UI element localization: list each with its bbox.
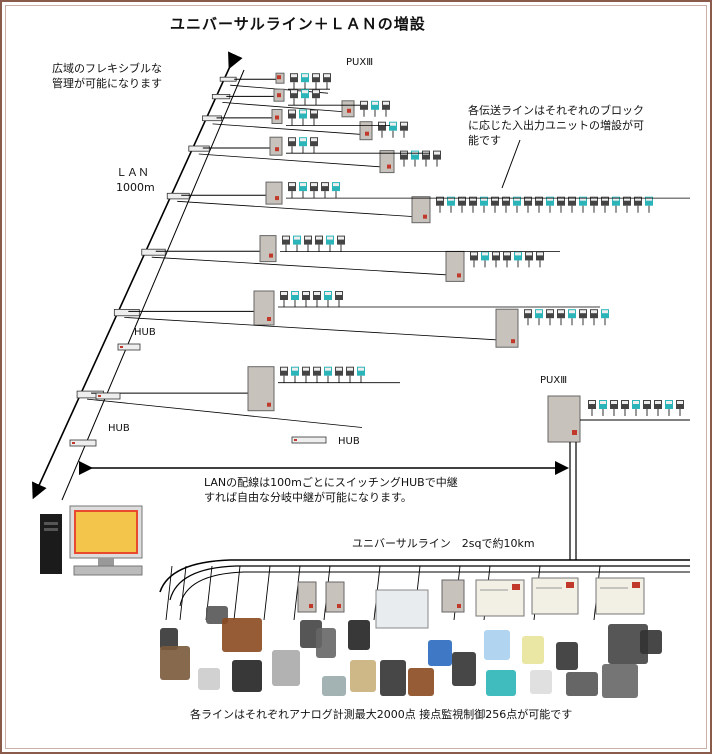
branch-row <box>188 136 441 174</box>
branch-row <box>113 290 609 348</box>
note-leader-line <box>501 139 521 189</box>
pux-lamp <box>572 430 577 435</box>
hub-label-3: HUB <box>338 436 360 447</box>
pux-label-right: PUXⅢ <box>540 375 568 386</box>
hub-label-1: HUB <box>134 327 156 338</box>
bottom-note: 各ラインはそれぞれアナログ計測最大2000点 接点監視制御256点が可能です <box>190 708 573 721</box>
computer-workstation <box>40 505 143 576</box>
pux-label-top: PUXⅢ <box>346 57 374 68</box>
page-title: ユニバーサルライン＋ＬＡＮの増設 <box>170 15 426 33</box>
hub-label-2: HUB <box>108 423 130 434</box>
note-top-right: 各伝送ラインはそれぞれのブロック に応じた入出力ユニットの増設が可 能です <box>468 104 644 147</box>
branch-row <box>141 235 560 282</box>
lan-note: LANの配線は100mごとにスイッチングHUBで中継 すれば自由な分岐中継が可能… <box>204 476 458 504</box>
lan-return-line <box>61 69 245 501</box>
universal-line-bus-2 <box>169 565 690 601</box>
universal-line-label: ユニバーサルライン 2sqで約10km <box>352 537 535 550</box>
branch-row <box>76 366 400 428</box>
lan-trunk-line <box>32 51 243 500</box>
inner-frame <box>5 5 707 749</box>
branch-row <box>202 109 408 141</box>
lan-branches <box>69 72 690 447</box>
lan-label: ＬＡＮ 1000m <box>116 166 155 194</box>
branch-row <box>211 88 390 118</box>
note-top-left: 広域のフレキシブルな 管理が可能になります <box>52 62 162 90</box>
branch-row <box>166 181 690 224</box>
field-devices <box>160 565 662 698</box>
pux-right-unit <box>547 395 581 443</box>
